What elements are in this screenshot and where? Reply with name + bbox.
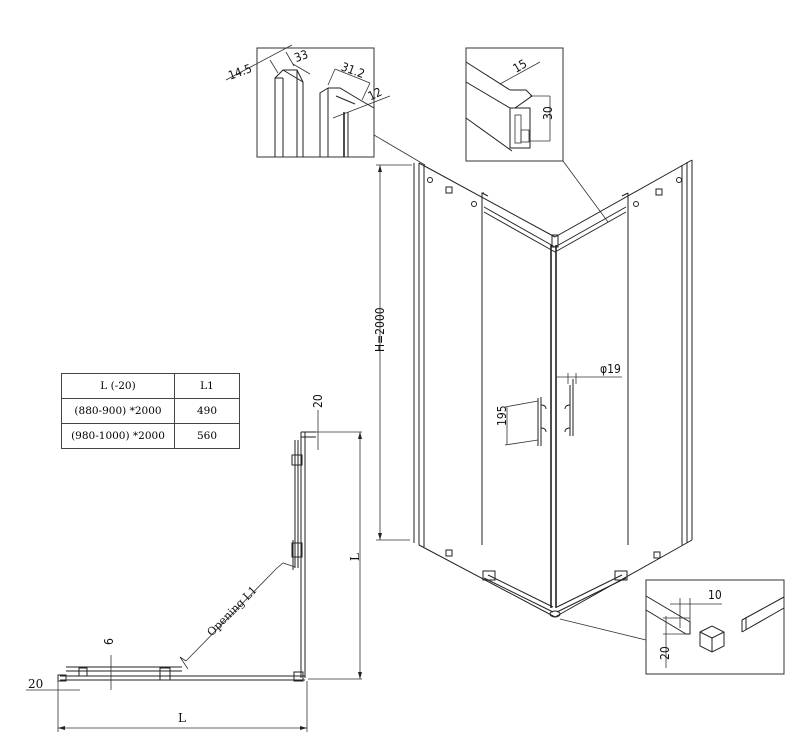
table-cell-l1: 560 — [174, 423, 240, 449]
table-cell-l1: 490 — [174, 398, 240, 424]
table-cell-size: (980-1000) *2000 — [61, 423, 175, 449]
corner-dim-20: 20 — [658, 646, 672, 660]
handle-diameter-label: φ19 — [600, 362, 621, 376]
dim-30: 30 — [541, 106, 555, 120]
handle-length-label: 195 — [495, 405, 509, 426]
plan-offset-left-label: 20 — [28, 677, 43, 691]
detail-corner-box: 10 20 — [645, 579, 785, 675]
corner-dim-10: 10 — [708, 588, 722, 602]
height-label: H=2000 — [373, 307, 387, 352]
plan-depth-label: L — [348, 553, 362, 561]
table-row: (880-900) *2000 490 — [61, 398, 240, 424]
size-table: L (-20) L1 (880-900) *2000 490 (980-1000… — [61, 373, 240, 449]
detail-track-box: 15 30 — [465, 47, 609, 223]
table-header-row: L (-20) L1 — [61, 373, 240, 399]
dim-12: 12 — [366, 85, 384, 103]
plan-gap-label: 6 — [102, 638, 116, 645]
dim-33: 33 — [292, 47, 310, 65]
plan-offset-top-label: 20 — [311, 394, 325, 408]
table-header-size: L (-20) — [61, 373, 175, 399]
opening-label: Opening L1 — [204, 584, 259, 639]
table-header-l1: L1 — [174, 373, 240, 399]
table-row: (980-1000) *2000 560 — [61, 423, 240, 449]
table-cell-size: (880-900) *2000 — [61, 398, 175, 424]
dim-14-5: 14.5 — [226, 61, 253, 82]
dim-15: 15 — [510, 57, 529, 76]
elevation-view: H=2000 — [373, 159, 693, 641]
plan-width-label: L — [178, 711, 186, 725]
detail-profile-box: 14.5 33 31.2 12 — [225, 44, 426, 166]
